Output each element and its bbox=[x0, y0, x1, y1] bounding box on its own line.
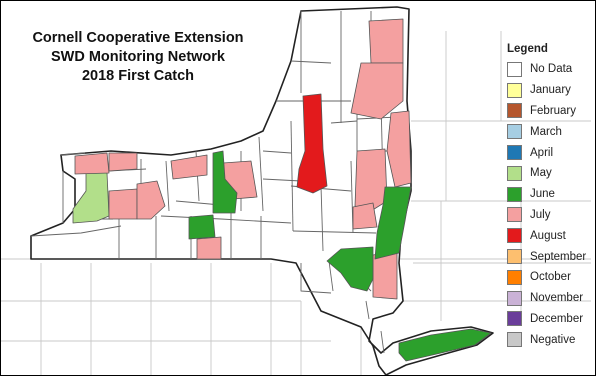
county-july-essex bbox=[350, 62, 404, 120]
legend-item: Negative bbox=[507, 329, 593, 350]
title-line: Cornell Cooperative Extension bbox=[32, 30, 244, 46]
county-july-wayne bbox=[170, 154, 208, 180]
legend-item: June bbox=[507, 184, 593, 205]
legend-item: No Data bbox=[507, 59, 593, 80]
legend-label: August bbox=[530, 229, 566, 242]
county-july-genesee bbox=[108, 152, 138, 172]
legend-label: December bbox=[530, 312, 584, 325]
legend-swatch bbox=[507, 228, 522, 244]
county-june-greene-ulster bbox=[326, 246, 374, 292]
legend-item: May bbox=[507, 163, 593, 184]
legend-item: February bbox=[507, 101, 593, 122]
legend-swatch bbox=[507, 124, 522, 140]
legend-label: May bbox=[530, 167, 552, 180]
county-june-long-island bbox=[398, 328, 492, 362]
county-may-niagara-erie bbox=[72, 172, 110, 224]
county-july-livingston bbox=[136, 180, 166, 220]
legend-item: December bbox=[507, 309, 593, 330]
legend-label: October bbox=[530, 271, 571, 284]
county-june-columbia bbox=[374, 186, 412, 260]
legend-label: March bbox=[530, 125, 562, 138]
title-line: SWD Monitoring Network bbox=[51, 49, 225, 65]
county-june-schuyler bbox=[188, 214, 216, 240]
legend-label: Negative bbox=[530, 333, 576, 346]
county-july-orleans bbox=[74, 152, 110, 175]
county-july-saratoga bbox=[354, 148, 388, 212]
legend-label: June bbox=[530, 188, 555, 201]
legend-item: July bbox=[507, 205, 593, 226]
legend-label: January bbox=[530, 84, 571, 97]
legend-swatch bbox=[507, 290, 522, 306]
county-august-herkimer bbox=[296, 93, 328, 194]
map-title: Cornell Cooperative Extension SWD Monito… bbox=[21, 29, 255, 86]
legend-label: No Data bbox=[530, 63, 573, 76]
legend-item: January bbox=[507, 80, 593, 101]
county-july-washington bbox=[386, 110, 412, 188]
legend-swatch bbox=[507, 145, 522, 161]
legend-swatch bbox=[507, 311, 522, 327]
county-june-seneca bbox=[212, 150, 238, 214]
county-july-chemung bbox=[196, 236, 222, 260]
legend-swatch bbox=[507, 165, 522, 181]
county-july-albany bbox=[352, 202, 378, 230]
county-july-wyoming bbox=[108, 188, 138, 220]
legend-label: February bbox=[530, 104, 577, 117]
legend-item: October bbox=[507, 267, 593, 288]
legend-swatch bbox=[507, 61, 522, 77]
title-line: 2018 First Catch bbox=[81, 68, 195, 84]
county-fills bbox=[72, 18, 492, 362]
legend-item: August bbox=[507, 225, 593, 246]
neighbor-state-borders bbox=[1, 31, 591, 375]
legend-swatch bbox=[507, 269, 522, 285]
legend-swatch bbox=[507, 82, 522, 98]
county-july-clinton bbox=[368, 18, 404, 64]
legend-item: March bbox=[507, 121, 593, 142]
legend-title: Legend bbox=[507, 43, 548, 55]
legend-swatch bbox=[507, 103, 522, 119]
legend-swatch bbox=[507, 186, 522, 202]
legend-swatch bbox=[507, 249, 522, 265]
legend-label: September bbox=[530, 250, 587, 263]
legend-item: September bbox=[507, 246, 593, 267]
legend-item: November bbox=[507, 288, 593, 309]
legend-label: April bbox=[530, 146, 554, 159]
legend-item: April bbox=[507, 142, 593, 163]
legend-swatch bbox=[507, 207, 522, 223]
legend-label: November bbox=[530, 292, 584, 305]
legend-swatch bbox=[507, 332, 522, 348]
legend-label: July bbox=[530, 208, 551, 221]
